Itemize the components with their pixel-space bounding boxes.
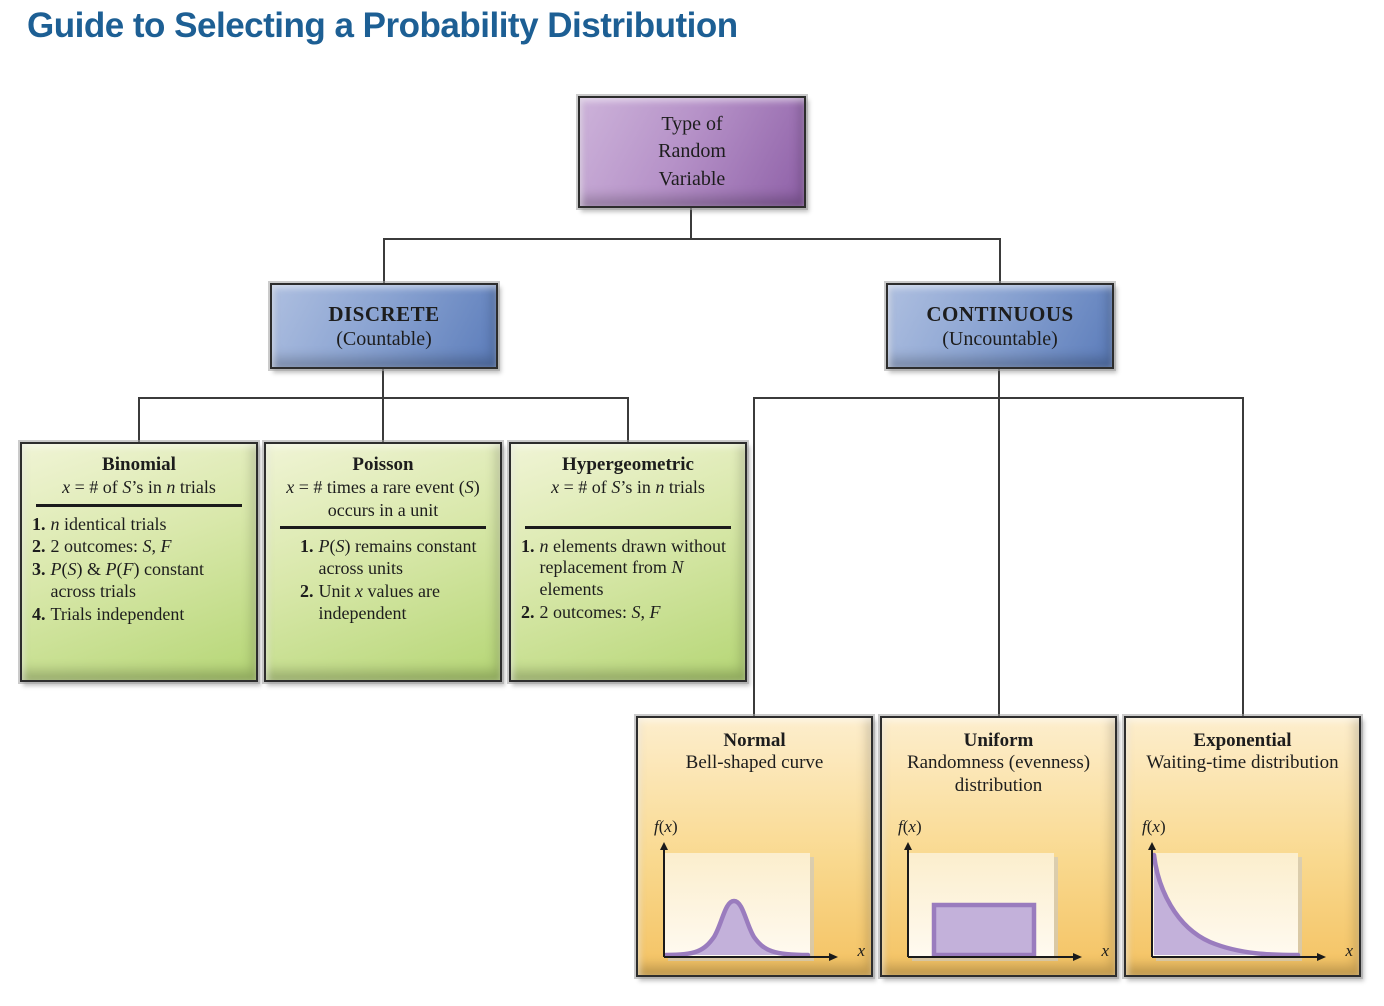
branch-continuous: CONTINUOUS (Uncountable) bbox=[884, 281, 1116, 371]
criteria-item: 3.P(S) & P(F) constant across trials bbox=[32, 559, 204, 602]
y-axis-label: f(x) bbox=[654, 817, 678, 836]
branch-title: DISCRETE bbox=[328, 301, 440, 326]
connector-discrete-bar bbox=[138, 397, 629, 399]
x-axis-label: x bbox=[857, 941, 865, 960]
criteria-item: 1.n elements drawn without replacement f… bbox=[521, 535, 726, 600]
node-uniform: Uniform Randomness (evenness) distributi… bbox=[878, 714, 1119, 979]
page-title: Guide to Selecting a Probability Distrib… bbox=[27, 6, 738, 45]
root-node-label: Type of Random Variable bbox=[658, 112, 726, 190]
node-subtitle: x = # of S’s in n trials bbox=[551, 477, 705, 497]
node-hypergeometric: Hypergeometric x = # of S’s in n trials … bbox=[507, 440, 749, 684]
rule-divider bbox=[280, 526, 486, 529]
y-axis-arrow-icon bbox=[660, 842, 668, 850]
connector-normal-drop bbox=[753, 397, 755, 717]
node-poisson: Poisson x = # times a rare event (S) occ… bbox=[262, 440, 504, 684]
connector-hypergeometric-drop bbox=[627, 397, 629, 443]
distribution-graph: f(x) x bbox=[1134, 817, 1355, 967]
x-axis-arrow-icon bbox=[829, 953, 838, 961]
root-node: Type of Random Variable bbox=[576, 94, 808, 210]
y-axis-label: f(x) bbox=[1142, 817, 1166, 836]
exponential-curve bbox=[1151, 852, 1301, 958]
node-title: Uniform bbox=[963, 730, 1034, 751]
node-subtitle: Randomness (evenness) distribution bbox=[906, 752, 1091, 796]
y-axis-label: f(x) bbox=[898, 817, 922, 836]
node-subtitle: Waiting-time distribution bbox=[1146, 752, 1339, 773]
branch-subtitle: (Uncountable) bbox=[942, 328, 1058, 351]
rule-divider bbox=[525, 525, 731, 529]
node-title: Exponential bbox=[1193, 730, 1292, 751]
criteria-item: 1.P(S) remains constant across units bbox=[300, 536, 477, 578]
criteria-item: 4.Trials independent bbox=[32, 604, 185, 625]
connector-continuous-drop bbox=[999, 238, 1001, 284]
connector-root-stem bbox=[690, 208, 692, 240]
node-normal: Normal Bell-shaped curve f(x) x bbox=[634, 714, 875, 979]
node-title: Normal bbox=[723, 730, 786, 751]
branch-subtitle: (Countable) bbox=[336, 328, 432, 351]
x-axis-arrow-icon bbox=[1317, 953, 1326, 961]
bell-curve-plot bbox=[660, 842, 838, 961]
node-subtitle: Bell-shaped curve bbox=[685, 752, 824, 773]
connector-level1-bar bbox=[383, 238, 1001, 240]
criteria-item: 2.2 outcomes: S, F bbox=[32, 536, 172, 557]
criteria-list: 1.n elements drawn without replacement f… bbox=[521, 536, 735, 625]
branch-discrete: DISCRETE (Countable) bbox=[268, 281, 500, 371]
x-axis-label: x bbox=[1101, 941, 1109, 960]
connector-binomial-drop bbox=[138, 397, 140, 443]
node-title: Binomial bbox=[102, 454, 176, 475]
uniform-rectangle bbox=[931, 902, 1037, 958]
node-binomial: Binomial x = # of S’s in n trials 1.n id… bbox=[18, 440, 260, 684]
node-exponential: Exponential Waiting-time distribution f(… bbox=[1122, 714, 1363, 979]
x-axis-label: x bbox=[1345, 941, 1353, 960]
connector-discrete-stem bbox=[382, 369, 384, 443]
criteria-item: 2.2 outcomes: S, F bbox=[521, 602, 661, 623]
connector-exponential-drop bbox=[1242, 397, 1244, 717]
connector-continuous-bar bbox=[753, 397, 1243, 399]
criteria-item: 1.n identical trials bbox=[32, 513, 167, 534]
node-title: Poisson bbox=[352, 454, 414, 475]
bell-curve bbox=[663, 898, 811, 958]
distribution-graph: f(x) x bbox=[890, 817, 1111, 967]
criteria-item: 2.Unit x values are independent bbox=[300, 580, 440, 623]
node-subtitle: x = # times a rare event (S) occurs in a… bbox=[286, 477, 480, 520]
branch-title: CONTINUOUS bbox=[926, 301, 1074, 326]
y-axis-arrow-icon bbox=[904, 842, 912, 850]
uniform-plot bbox=[904, 842, 1082, 961]
exponential-plot bbox=[1148, 842, 1326, 961]
connector-uniform-stem bbox=[998, 369, 1000, 717]
connector-discrete-drop bbox=[383, 238, 385, 284]
node-title: Hypergeometric bbox=[562, 454, 694, 475]
node-subtitle: x = # of S’s in n trials bbox=[62, 477, 216, 497]
rule-divider bbox=[36, 503, 242, 507]
y-axis-arrow-icon bbox=[1148, 842, 1156, 850]
distribution-graph: f(x) x bbox=[646, 817, 867, 967]
x-axis-arrow-icon bbox=[1073, 953, 1082, 961]
